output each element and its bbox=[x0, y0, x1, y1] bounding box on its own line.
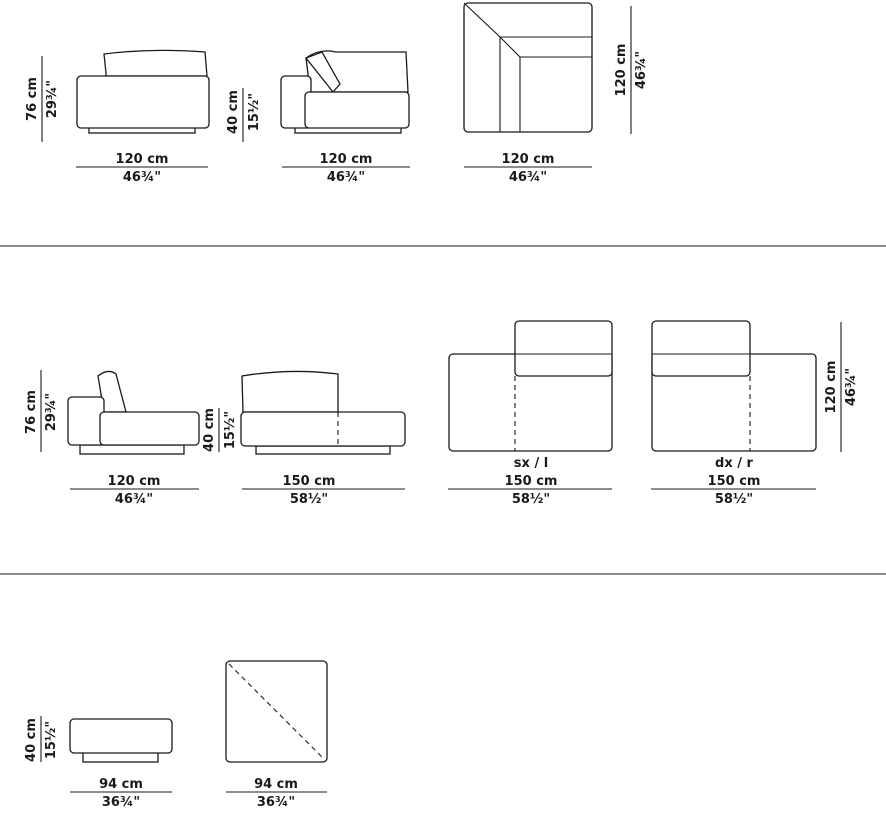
row1-a-width-cm: 120 cm bbox=[116, 152, 169, 167]
seat-body bbox=[240, 411, 406, 447]
row2-front-view-module bbox=[240, 370, 406, 455]
row3-a-height-cm: 40 cm bbox=[24, 718, 39, 762]
plinth bbox=[79, 444, 185, 455]
row1-side-view-module bbox=[76, 49, 210, 134]
row2-a-height-in: 29¾" bbox=[44, 393, 59, 431]
seat-body bbox=[99, 411, 200, 446]
row1-c-width-cm: 120 cm bbox=[502, 152, 555, 167]
back-cushion bbox=[97, 370, 127, 413]
ottoman-body bbox=[69, 718, 173, 754]
row3-b-width-cm: 94 cm bbox=[254, 777, 298, 792]
row2-a-width-cm: 120 cm bbox=[108, 474, 161, 489]
row2-plan-view-right bbox=[651, 320, 817, 452]
row1-c-width-in: 46¾" bbox=[509, 170, 547, 185]
outline bbox=[463, 2, 593, 133]
row1-a-height-in: 29¾" bbox=[45, 80, 60, 118]
back-block bbox=[651, 320, 751, 377]
row2-side-view-module bbox=[67, 370, 200, 455]
row2-d-depth-in: 46¾" bbox=[844, 368, 859, 406]
row2-b-height-cm: 40 cm bbox=[202, 408, 217, 452]
row2-plan-view-left bbox=[448, 320, 613, 452]
row3-a-width-cm: 94 cm bbox=[99, 777, 143, 792]
row2-d-depth-cm: 120 cm bbox=[824, 361, 839, 414]
diagonal-seam bbox=[228, 663, 325, 760]
side-cushion bbox=[304, 51, 341, 94]
row2-b-width-in: 58½" bbox=[290, 492, 328, 507]
plinth bbox=[255, 445, 391, 455]
row2-d-width-in: 58½" bbox=[715, 492, 753, 507]
row2-d-variant-label: dx / r bbox=[715, 456, 753, 471]
row3-a-width-in: 36¾" bbox=[102, 795, 140, 810]
row3-ottoman-side-view bbox=[69, 718, 173, 763]
back-frame bbox=[67, 396, 105, 446]
row1-b-width-cm: 120 cm bbox=[320, 152, 373, 167]
row1-a-width-in: 46¾" bbox=[123, 170, 161, 185]
row2-c-variant-label: sx / l bbox=[514, 456, 548, 471]
seat-body bbox=[76, 75, 210, 129]
row3-ottoman-plan-view bbox=[225, 660, 328, 763]
row1-b-width-in: 46¾" bbox=[327, 170, 365, 185]
row2-a-width-in: 46¾" bbox=[115, 492, 153, 507]
row2-b-width-cm: 150 cm bbox=[283, 474, 336, 489]
row2-a-height-cm: 76 cm bbox=[24, 390, 39, 434]
back-cushion bbox=[103, 49, 208, 77]
row2-b-height-in: 15½" bbox=[223, 411, 238, 449]
seat-body bbox=[304, 91, 410, 129]
row2-d-width-cm: 150 cm bbox=[708, 474, 761, 489]
row2-c-width-in: 58½" bbox=[512, 492, 550, 507]
row2-c-width-cm: 150 cm bbox=[505, 474, 558, 489]
row1-corner-side-view bbox=[280, 50, 410, 134]
row1-c-depth-cm: 120 cm bbox=[614, 44, 629, 97]
row1-corner-plan-view bbox=[463, 2, 593, 133]
row1-a-height-cm: 76 cm bbox=[25, 77, 40, 121]
row3-a-height-in: 15½" bbox=[44, 721, 59, 759]
back-cushion bbox=[241, 370, 339, 413]
row1-b-height-cm: 40 cm bbox=[226, 90, 241, 134]
back-block bbox=[514, 320, 613, 377]
row3-b-width-in: 36¾" bbox=[257, 795, 295, 810]
row1-c-depth-in: 46¾" bbox=[634, 51, 649, 89]
row1-b-height-in: 15½" bbox=[247, 93, 262, 131]
